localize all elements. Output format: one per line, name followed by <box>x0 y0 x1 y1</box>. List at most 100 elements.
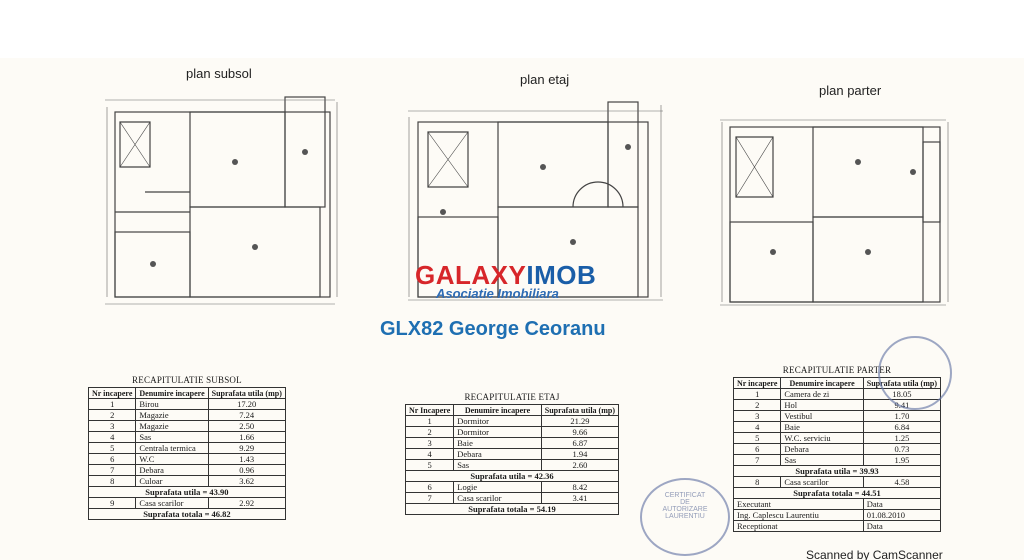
cell-suprafata: 9.29 <box>207 442 286 454</box>
cell-denumire: Dormitor <box>453 415 542 427</box>
cell-denumire: Sas <box>453 459 542 471</box>
cell-suprafata: 21.29 <box>540 415 620 427</box>
cell-suprafata: 2.92 <box>207 497 286 509</box>
recap-subsol-caption: RECAPITULATIE SUBSOL <box>132 375 242 385</box>
cell-denumire: Culoar <box>135 475 209 487</box>
cell-denumire: Magazie <box>135 409 209 421</box>
cell-suprafata: 9.66 <box>540 426 620 438</box>
cell-nr: 1 <box>732 388 782 400</box>
header-denumire: Denumire incapere <box>780 377 864 389</box>
cell-suprafata: 3.62 <box>207 475 286 487</box>
cell-denumire: Logie <box>453 481 542 493</box>
recap-parter-caption: RECAPITULATIE PARTER <box>782 365 892 375</box>
cell-nr: 9 <box>87 497 137 509</box>
certification-stamp: CERTIFICAT DE AUTORIZARE LAURENTIU <box>640 478 730 556</box>
sum-total: Suprafata totala = 54.19 <box>405 503 619 515</box>
cell-suprafata: 1.70 <box>862 410 942 422</box>
data-label: Data <box>862 498 942 510</box>
round-seal <box>878 336 952 410</box>
cell-denumire: W.C. serviciu <box>780 432 864 444</box>
sum-util: Suprafata utila = 43.90 <box>88 486 286 498</box>
floor-plan-subsol <box>105 92 345 307</box>
cell-nr: 1 <box>87 398 137 410</box>
cell-denumire: Magazie <box>135 420 209 432</box>
floor-plan-parter <box>718 112 953 307</box>
cell-denumire: W.C <box>135 453 209 465</box>
cell-denumire: Hol <box>780 399 864 411</box>
plan-parter-title: plan parter <box>819 83 882 98</box>
executant-label: Executant <box>733 498 864 510</box>
cell-nr: 3 <box>87 420 137 432</box>
cell-denumire: Sas <box>135 431 209 443</box>
cell-suprafata: 17.20 <box>207 398 286 410</box>
header-nr: Nr Incapere <box>404 404 455 416</box>
cell-nr: 7 <box>87 464 137 476</box>
cell-denumire: Casa scarilor <box>780 476 864 488</box>
cell-suprafata: 4.58 <box>862 476 942 488</box>
cell-suprafata: 1.94 <box>540 448 620 460</box>
cell-denumire: Casa scarilor <box>135 497 209 509</box>
header-denumire: Denumire incapere <box>135 387 209 399</box>
recap-parter: RECAPITULATIE PARTER Nr incapere Denumir… <box>732 365 942 532</box>
cell-suprafata: 6.84 <box>862 421 942 433</box>
cell-nr: 5 <box>732 432 782 444</box>
cell-denumire: Camera de zi <box>780 388 864 400</box>
cell-nr: 6 <box>404 481 455 493</box>
cell-nr: 2 <box>732 399 782 411</box>
sum-total: Suprafata totala = 46.82 <box>88 508 286 520</box>
cell-suprafata: 1.95 <box>862 454 942 466</box>
stamp-line-2: DE <box>680 499 690 506</box>
cell-suprafata: 6.87 <box>540 437 620 449</box>
cell-nr: 4 <box>732 421 782 433</box>
cell-nr: 7 <box>404 492 455 504</box>
cell-nr: 6 <box>87 453 137 465</box>
cell-suprafata: 1.66 <box>207 431 286 443</box>
stamp-line-1: CERTIFICAT <box>664 492 706 499</box>
cell-suprafata: 1.25 <box>862 432 942 444</box>
cell-denumire: Vestibul <box>780 410 864 422</box>
galaxyimob-logo: GALAXYIMOB <box>415 260 596 291</box>
cell-nr: 5 <box>87 442 137 454</box>
cell-denumire: Baie <box>780 421 864 433</box>
sum-util: Suprafata utila = 39.93 <box>733 465 941 477</box>
executant-name: Ing. Caplescu Laurentiu <box>733 509 864 521</box>
cell-denumire: Debara <box>453 448 542 460</box>
logo-tagline: Asociatie Imobiliara <box>436 286 559 301</box>
floor-plan-etaj <box>403 97 673 302</box>
cell-nr: 2 <box>404 426 455 438</box>
cell-denumire: Sas <box>780 454 864 466</box>
sum-util: Suprafata utila = 42.36 <box>405 470 619 482</box>
header-nr: Nr incapere <box>732 377 782 389</box>
header-suprafata: Suprafata utila (mp) <box>540 404 620 416</box>
cell-suprafata: 8.42 <box>540 481 620 493</box>
cell-suprafata: 1.43 <box>207 453 286 465</box>
receptionat-label: Receptionat <box>733 520 864 532</box>
cell-nr: 3 <box>732 410 782 422</box>
recap-subsol: RECAPITULATIE SUBSOL Nr incapere Denumir… <box>87 375 286 520</box>
agent-name: GLX82 George Ceoranu <box>380 318 606 340</box>
cell-suprafata: 0.96 <box>207 464 286 476</box>
cell-denumire: Centrala termica <box>135 442 209 454</box>
logo-part-imob: IMOB <box>526 260 597 290</box>
cell-nr: 5 <box>404 459 455 471</box>
cell-suprafata: 0.73 <box>862 443 942 455</box>
